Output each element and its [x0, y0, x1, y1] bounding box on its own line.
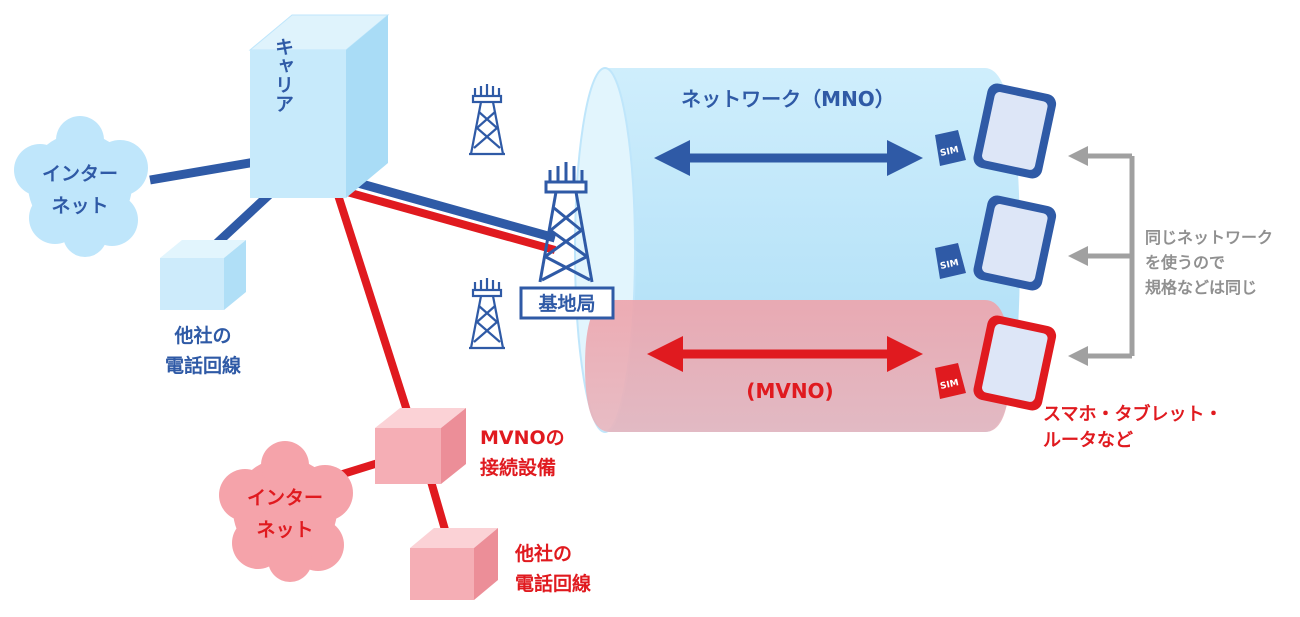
internet-blue-line1: インター [42, 163, 118, 185]
cloud-icon [14, 116, 148, 257]
same-network-line3: 規格などは同じ [1145, 278, 1257, 297]
mvno-equipment-cube [375, 408, 466, 484]
base-station: 基地局 [519, 162, 615, 320]
sim-card-icon: SIM [935, 243, 966, 279]
mvno-equipment-line2: 接続設備 [480, 456, 556, 479]
line-carrier-basestation-red [338, 186, 557, 254]
antenna-tower-icon [469, 278, 505, 350]
base-station-label-box [519, 286, 615, 320]
other-phone-blue-line1: 他社の [173, 324, 231, 347]
sim-card-icon: SIM [935, 363, 966, 399]
svg-text:SIM: SIM [939, 258, 959, 272]
other-phone-cube-blue [160, 240, 246, 310]
internet-cloud-red: インター ネット [219, 441, 353, 582]
smartphone-icon [973, 195, 1057, 291]
smartphone-icon [973, 315, 1057, 411]
other-phone-cube-red [410, 528, 498, 600]
same-network-line1: 同じネットワーク [1145, 228, 1273, 247]
svg-text:SIM: SIM [939, 145, 959, 159]
device-group-3: SIM [935, 315, 1057, 411]
base-station-label: 基地局 [537, 292, 595, 315]
internet-blue-line2: ネット [51, 195, 108, 217]
internet-cloud-blue: インター ネット [14, 116, 148, 257]
cloud-icon [219, 441, 353, 582]
other-phone-red-line2: 電話回線 [515, 572, 591, 595]
line-carrier-mvno [334, 193, 414, 422]
internet-red-line1: インター [247, 487, 323, 509]
other-phone-red-line1: 他社の [514, 542, 572, 565]
same-network-line2: を使うので [1145, 253, 1225, 272]
devices-note-line1: スマホ・タブレット・ [1043, 403, 1222, 425]
internet-red-line2: ネット [256, 519, 313, 541]
svg-text:SIM: SIM [939, 378, 959, 392]
network-mno-label: ネットワーク（MNO） [681, 87, 895, 111]
network-mvno-label: (MVNO) [746, 379, 833, 403]
antenna-tower-icon [469, 84, 505, 156]
device-group-1: SIM [935, 83, 1057, 179]
carrier-building: キャリア [248, 14, 390, 198]
carrier-label: キャリア [272, 37, 294, 113]
line-internet-carrier [149, 157, 256, 185]
smartphone-icon [973, 83, 1057, 179]
mvno-equipment-line1: MVNOの [480, 427, 565, 449]
device-group-2: SIM [935, 195, 1057, 291]
other-phone-blue-line2: 電話回線 [165, 354, 241, 377]
antenna-tower-icon [538, 162, 594, 283]
same-network-bracket [1068, 146, 1135, 366]
line-carrier-basestation-blue [338, 173, 557, 243]
sim-card-icon: SIM [935, 130, 966, 166]
devices-note-line2: ルータなど [1043, 430, 1133, 451]
